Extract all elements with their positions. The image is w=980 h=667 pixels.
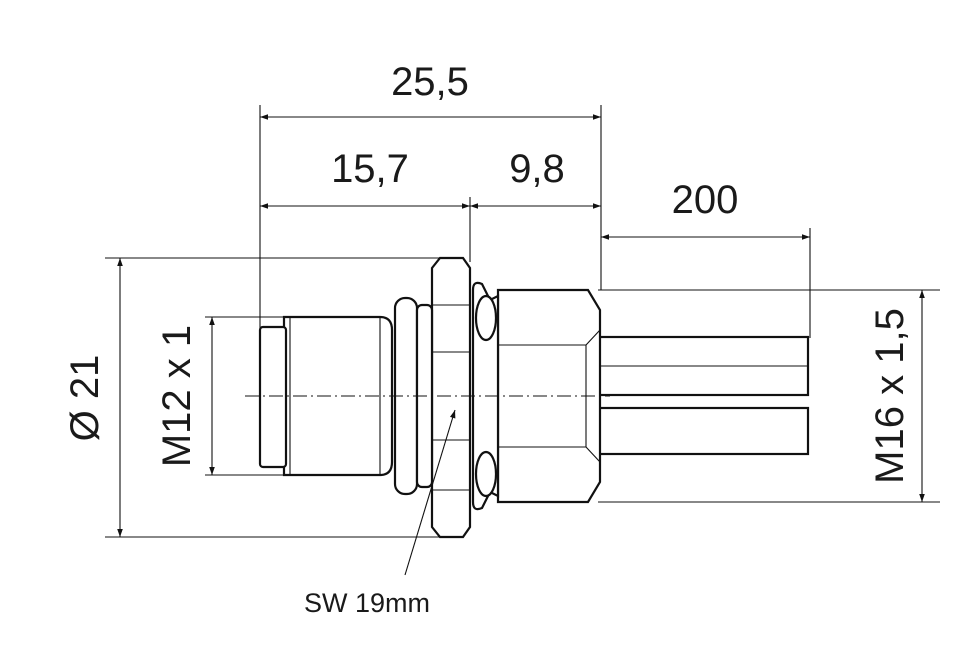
extension-lines <box>105 105 940 538</box>
dimension-lines <box>117 114 925 537</box>
flange-nut <box>430 256 472 539</box>
rear-hex-body <box>496 288 602 504</box>
connector-body <box>245 256 810 539</box>
label-cable-length: 200 <box>672 178 739 222</box>
label-overall-length: 25,5 <box>391 60 469 104</box>
wrench-leader <box>404 409 456 576</box>
label-front-thread: M12 x 1 <box>155 325 199 467</box>
label-front-length: 15,7 <box>331 147 409 191</box>
label-rear-length: 9,8 <box>509 147 565 191</box>
label-wrench-size: SW 19mm <box>304 588 430 618</box>
label-rear-thread: M16 x 1,5 <box>868 308 912 484</box>
label-flange-diameter: Ø 21 <box>63 355 107 442</box>
cable <box>596 335 810 456</box>
front-thread <box>258 315 394 477</box>
